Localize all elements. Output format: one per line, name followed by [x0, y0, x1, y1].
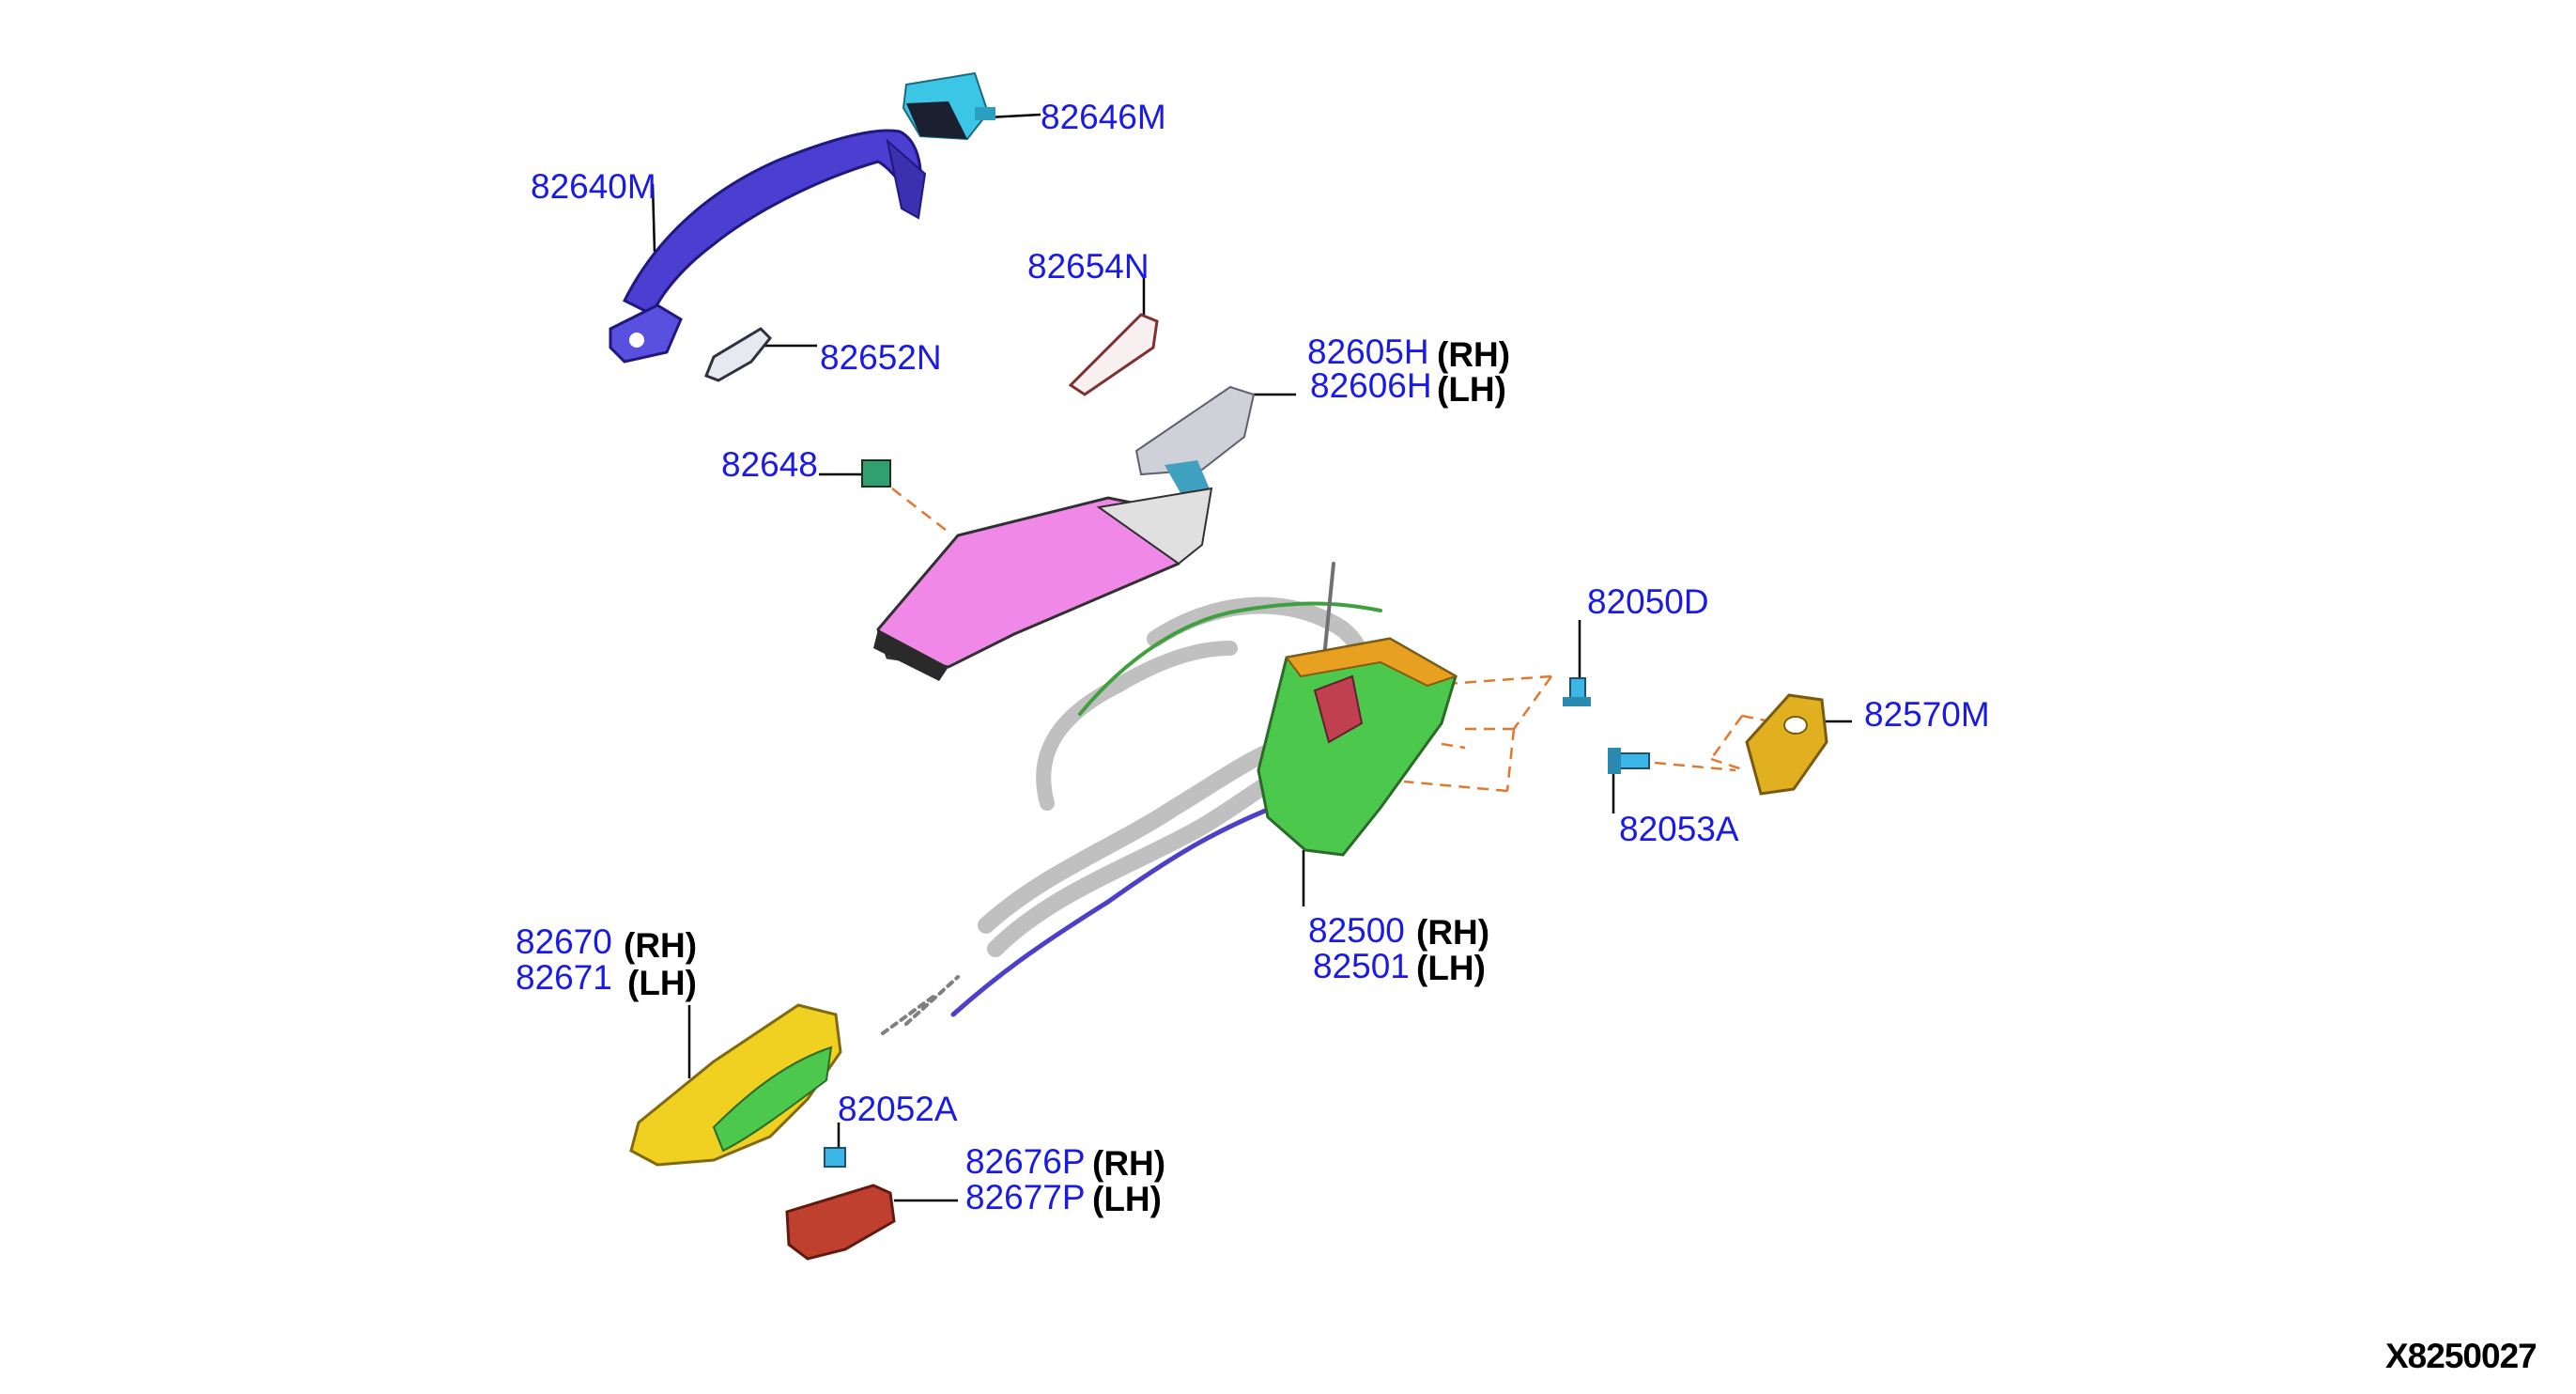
side-tag-82671: (LH) [627, 964, 697, 1002]
bracket-82605H-shape [1134, 385, 1256, 498]
gasket-82654N-shape [1068, 313, 1159, 396]
side-tag-82500: (RH) [1416, 913, 1490, 952]
part-label-82677P: 82677P [965, 1178, 1086, 1216]
part-label-82652N: 82652N [820, 338, 942, 377]
gasket-82652N-shape [704, 327, 773, 382]
leader-82646M [987, 113, 1041, 119]
side-tag-82501: (LH) [1416, 949, 1486, 987]
part-label-82053A: 82053A [1619, 810, 1739, 848]
side-tag-82676P: (RH) [1092, 1144, 1166, 1183]
part-label-82670: 82670 [516, 922, 612, 961]
side-tag-82606H: (LH) [1437, 370, 1506, 409]
bolt-82053A-shape [1608, 748, 1650, 774]
clip-82648-shape [861, 459, 891, 488]
cap-82646M-shape [902, 71, 995, 141]
leader-82640M [651, 183, 656, 253]
diagram-code: X8250027 [2385, 1337, 2537, 1375]
bolt-82050D-shape [1563, 677, 1591, 706]
part-label-82671: 82671 [516, 958, 612, 997]
part-label-82640M: 82640M [531, 167, 656, 206]
dash-82053A [1654, 761, 1736, 772]
outside-handle-82640M-shape [609, 129, 927, 364]
part-label-82570M: 82570M [1864, 695, 1990, 734]
dash-82648 [891, 488, 951, 534]
screw-82052A-shape [824, 1147, 846, 1168]
part-label-82676P: 82676P [965, 1142, 1086, 1181]
part-label-82646M: 82646M [1041, 98, 1166, 136]
side-tag-82605H: (RH) [1437, 335, 1511, 374]
leader-lines [651, 113, 1852, 1202]
latch-82500-shape [1257, 637, 1458, 857]
handle-bracket-shape [873, 487, 1213, 681]
part-label-82606H: 82606H [1310, 366, 1432, 405]
part-label-82648: 82648 [721, 445, 818, 484]
part-label-82605H: 82605H [1307, 333, 1429, 371]
inside-handle-82670-shape [629, 1003, 842, 1167]
part-label-82500: 82500 [1308, 911, 1405, 950]
part-label-82050D: 82050D [1587, 582, 1709, 621]
cover-82676P-shape [785, 1184, 896, 1261]
striker-82570M-shape [1745, 693, 1828, 796]
part-label-82654N: 82654N [1027, 247, 1149, 286]
part-label-82501: 82501 [1313, 947, 1410, 985]
dash-82050D-a [1445, 674, 1552, 686]
side-tag-82670: (RH) [624, 926, 698, 965]
assembly-lines [891, 488, 1771, 793]
side-tag-82677P: (LH) [1092, 1180, 1162, 1218]
part-label-82052A: 82052A [838, 1090, 958, 1128]
